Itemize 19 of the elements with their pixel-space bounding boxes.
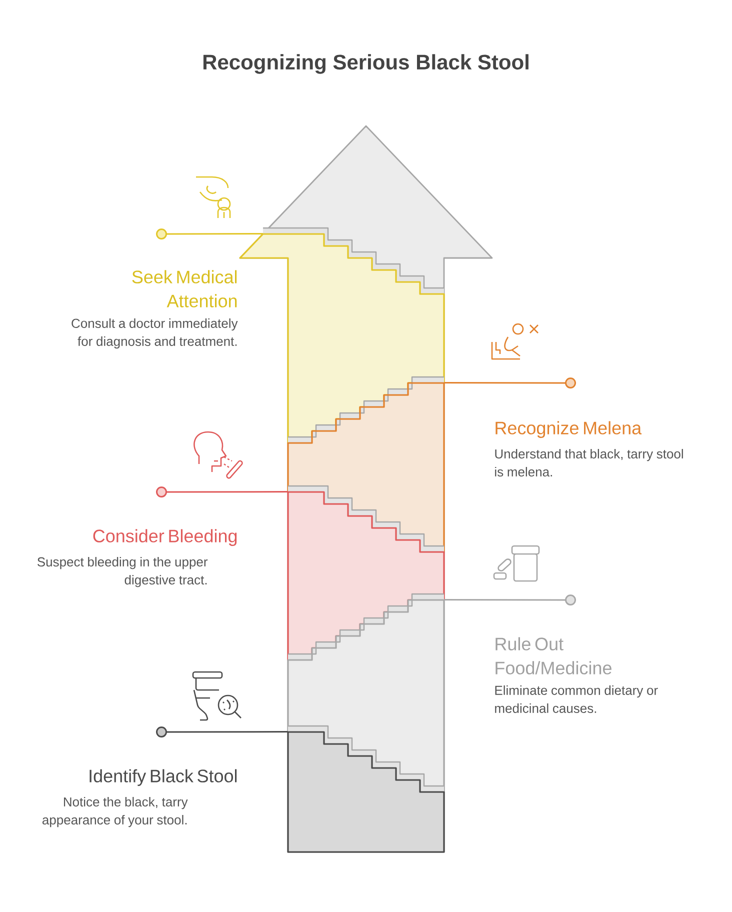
stair-band [287, 593, 445, 793]
step-heading: Consider Bleeding [93, 529, 237, 546]
step-heading: Recognize Melena [496, 421, 642, 438]
leader-line [156, 486, 288, 498]
step-heading: Seek Medical Attention [132, 270, 237, 308]
step-heading: Identify Black Stool [90, 769, 237, 786]
description: Notice the black, tarry appearance of your stool. [42, 796, 188, 828]
leader-line [444, 594, 576, 606]
stair-band [287, 725, 445, 853]
leader-line [444, 377, 576, 388]
leader-line [156, 726, 288, 738]
description: Suspect bleeding in the upper digestive tract. [38, 556, 208, 588]
description: Understand that black, tarry stool is melena. [495, 448, 683, 477]
stair-band [239, 227, 445, 444]
leader-line [156, 228, 263, 240]
step-heading: Rule Out Food/Medicine [496, 637, 612, 674]
description: Eliminate common dietary or medicinal causes. [495, 685, 658, 713]
description: Consult a doctor immediately for diagnosis and treatment. [72, 318, 238, 349]
title: Recognizing Serious Black Stool [203, 54, 528, 74]
